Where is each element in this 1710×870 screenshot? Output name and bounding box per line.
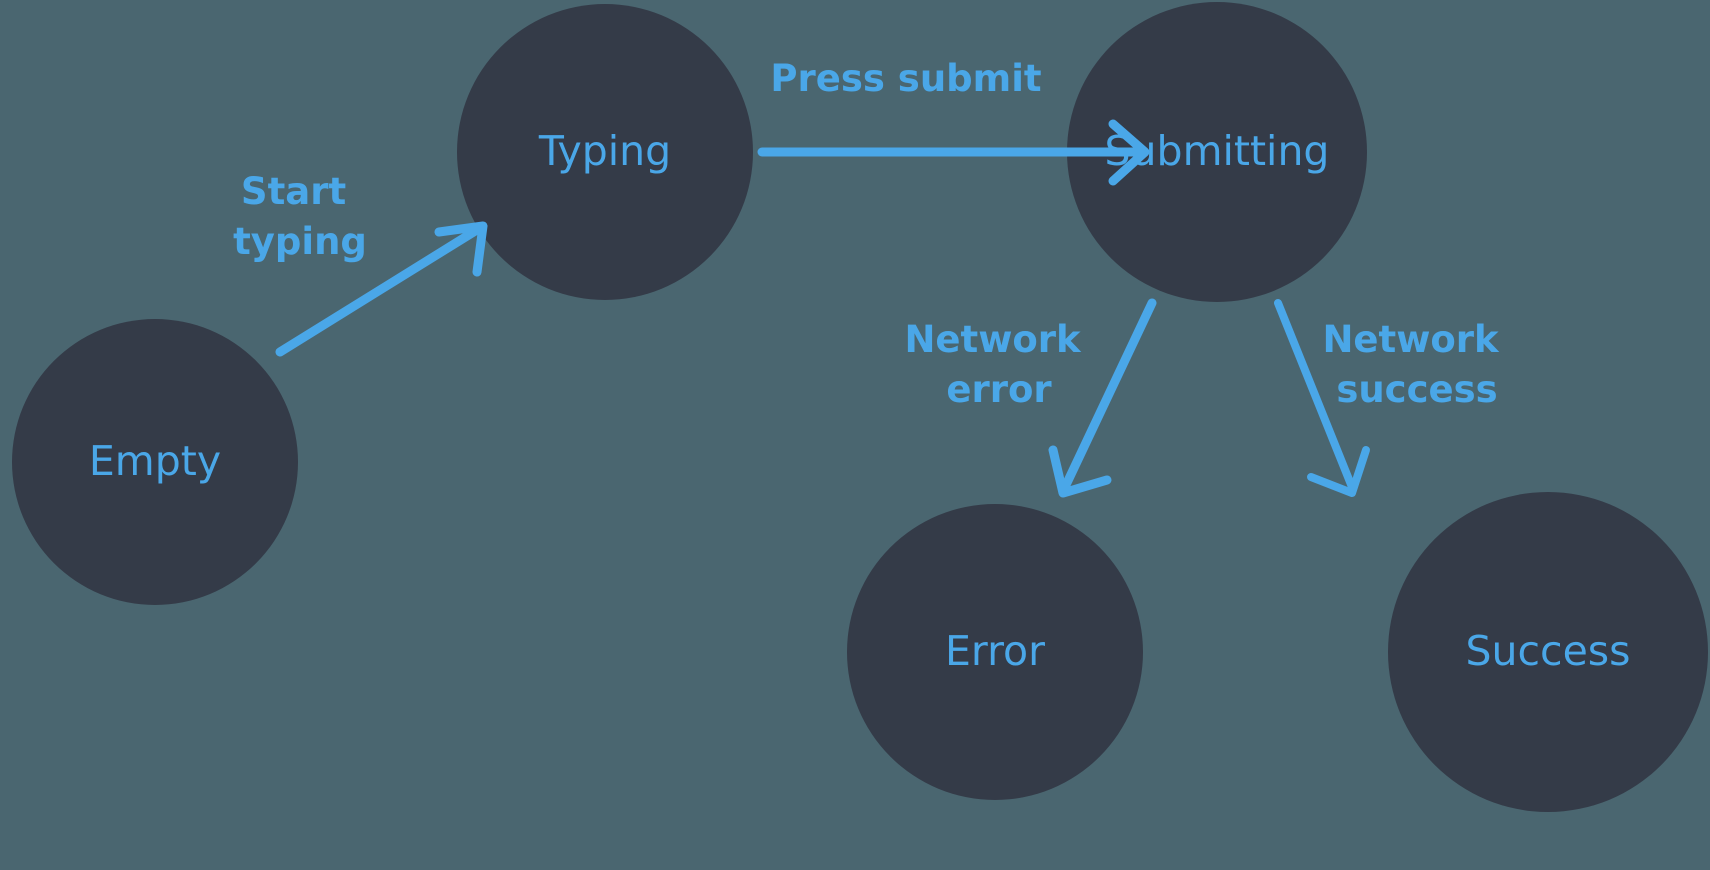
node-success[interactable]: Success — [1388, 492, 1708, 812]
node-error[interactable]: Error — [847, 504, 1143, 800]
node-empty[interactable]: Empty — [12, 319, 298, 605]
edge-submitting-to-success: Network success — [1274, 299, 1511, 497]
node-circle[interactable] — [847, 504, 1143, 800]
edge-label-line: Network — [904, 318, 1082, 361]
node-circle[interactable] — [12, 319, 298, 605]
edge-empty-to-typing: Start typing — [233, 170, 488, 357]
edge-line — [1274, 299, 1356, 491]
node-circle[interactable] — [457, 4, 753, 300]
edge-typing-to-submitting: Press submit — [757, 57, 1150, 186]
node-circle[interactable] — [1067, 2, 1367, 302]
edge-arrowhead — [1048, 445, 1112, 498]
edge-line — [1061, 298, 1157, 490]
edge-label-typing-to-submitting: Press submit — [770, 57, 1041, 100]
node-circle[interactable] — [1388, 492, 1708, 812]
edge-label-line: Start — [241, 170, 346, 213]
node-typing[interactable]: Typing — [457, 4, 753, 300]
node-label-typing: Typing — [538, 127, 671, 175]
edge-label-line: Press submit — [770, 57, 1041, 100]
edge-arrowhead — [1108, 119, 1150, 186]
edge-label-submitting-to-error: Network error — [904, 318, 1093, 411]
node-label-empty: Empty — [89, 437, 221, 485]
edge-arrowhead — [434, 221, 488, 277]
edge-line — [275, 223, 485, 357]
edge-submitting-to-error: Network error — [904, 298, 1157, 498]
node-label-success: Success — [1465, 627, 1630, 675]
edge-label-empty-to-typing: Start typing — [233, 170, 367, 263]
edge-label-line: error — [946, 368, 1052, 411]
edge-label-line: Network — [1322, 318, 1500, 361]
node-label-error: Error — [945, 627, 1045, 675]
edge-label-line: success — [1336, 368, 1497, 411]
edge-label-submitting-to-success: Network success — [1322, 318, 1511, 411]
edge-label-line: typing — [233, 220, 367, 263]
edge-arrowhead — [1307, 446, 1370, 497]
